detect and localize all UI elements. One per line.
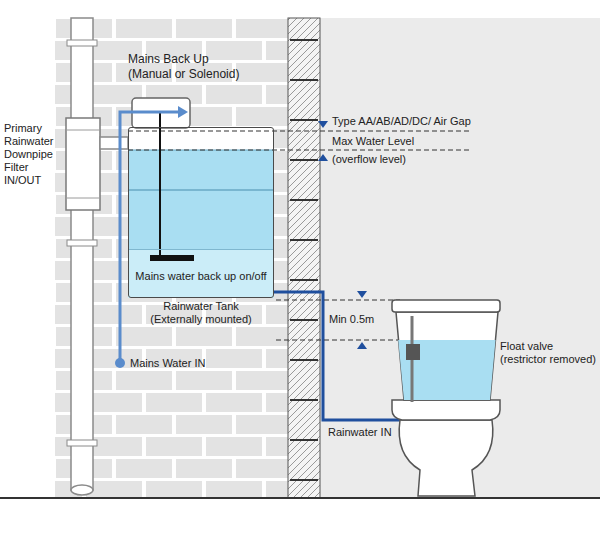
wall-rung xyxy=(290,199,318,201)
interior-room xyxy=(320,18,600,498)
wall-rung xyxy=(290,239,318,241)
float-bar xyxy=(150,255,194,261)
float-rod xyxy=(159,112,161,256)
filter-seam xyxy=(66,198,100,199)
wall-section xyxy=(288,18,320,498)
wall-rung xyxy=(290,439,318,441)
wall-rungs xyxy=(290,40,318,480)
cistern-lid xyxy=(392,300,500,312)
min-height-line xyxy=(276,300,400,301)
mains-outlet-arrow xyxy=(178,106,188,118)
tank-rib xyxy=(128,189,274,191)
wall-rung xyxy=(290,319,318,321)
tank-water xyxy=(128,150,274,250)
tank-lower-water xyxy=(128,250,274,298)
wall-rung xyxy=(290,119,318,121)
mains-backup-zone: Mains water back up on/off xyxy=(129,249,273,297)
wall-rung xyxy=(290,479,318,481)
air-gap-label: Type AA/AB/AD/DC/ Air Gap xyxy=(332,115,471,128)
height-marker xyxy=(357,342,367,349)
min-height-line xyxy=(276,340,400,341)
air-gap-line xyxy=(128,131,470,132)
level-marker xyxy=(318,154,328,161)
max-level-line xyxy=(128,150,470,151)
pipe-bracket xyxy=(67,240,97,246)
filter-seam xyxy=(66,130,100,131)
pipe-bracket xyxy=(67,440,97,446)
wall-rung xyxy=(290,159,318,161)
downpipe-outlet xyxy=(71,485,93,495)
tank-heading: Rainwater Tank (Externally mounted) xyxy=(141,300,261,326)
zone-text: Mains water back up on/off xyxy=(135,264,266,283)
filter-label: Primary Rainwater Downpipe Filter IN/OUT xyxy=(4,122,62,187)
dimension-label: Min 0.5m xyxy=(329,313,374,326)
max-level-label: Max Water Level xyxy=(332,135,414,148)
filter-outlet xyxy=(100,137,128,149)
inlet-label: Rainwater IN xyxy=(328,426,392,439)
brick-wall xyxy=(55,18,288,498)
float-valve-label: Float valve (restrictor removed) xyxy=(500,340,596,366)
pipe-bracket xyxy=(67,40,97,46)
valve-label: Mains Back Up (Manual or Solenoid) xyxy=(128,52,246,82)
inlet-label: Mains Water IN xyxy=(130,357,205,370)
ground-line xyxy=(0,497,600,499)
wall-rung xyxy=(290,39,318,41)
rainwater-tank: Rainwater Tank (Externally mounted)Mains… xyxy=(128,127,274,298)
height-marker xyxy=(357,291,367,298)
wall-rung xyxy=(290,79,318,81)
wall-rung xyxy=(290,359,318,361)
wall-rung xyxy=(290,399,318,401)
downpipe xyxy=(71,18,93,490)
toilet-bowl xyxy=(399,420,493,496)
level-marker xyxy=(318,121,328,128)
toilet-seat xyxy=(392,400,500,420)
float-valve xyxy=(406,344,420,360)
downpipe-filter xyxy=(66,118,100,210)
overflow-label: (overflow level) xyxy=(332,153,406,166)
mains-pipe xyxy=(120,112,180,363)
tank-air-space xyxy=(128,127,274,150)
wall-rung xyxy=(290,279,318,281)
mains-inlet xyxy=(115,358,125,368)
